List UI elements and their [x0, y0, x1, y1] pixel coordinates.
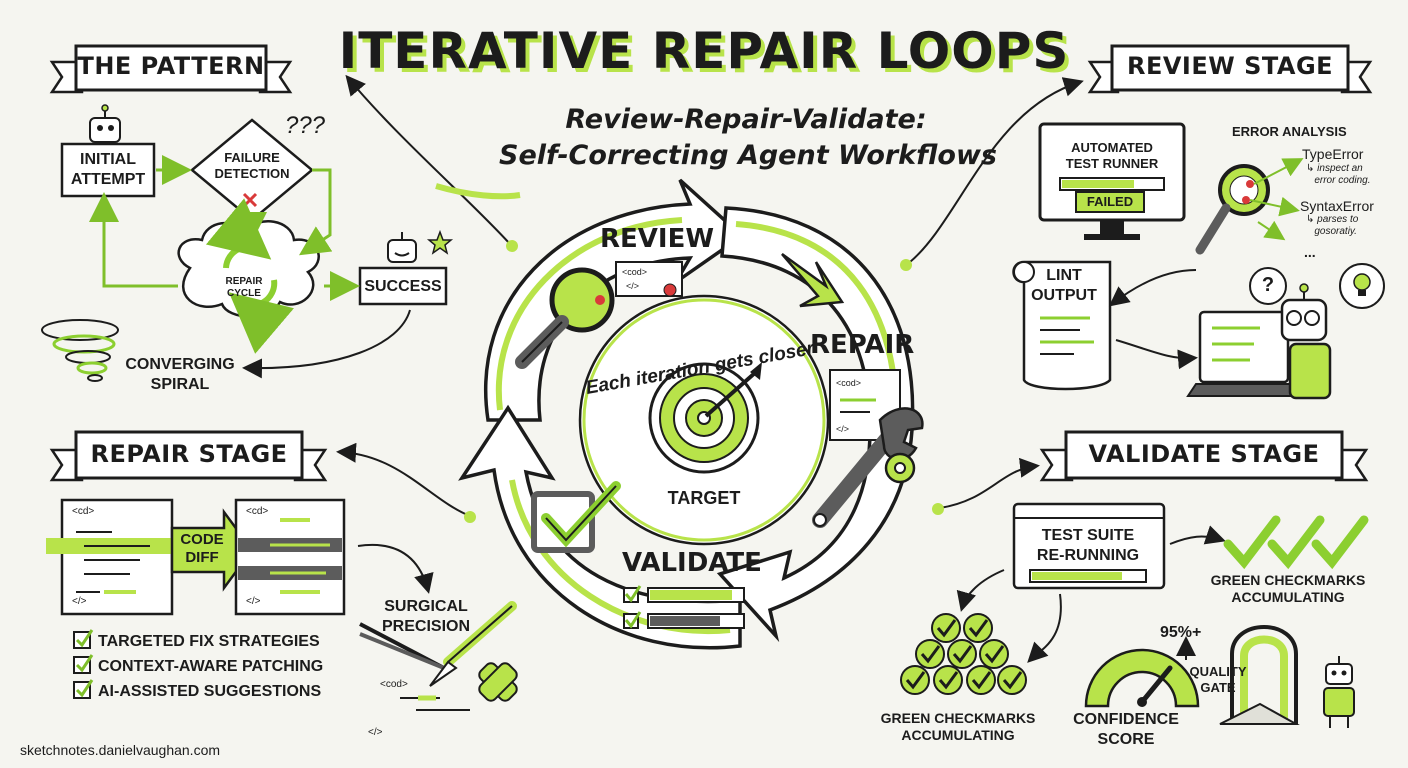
robot-laptop-icon [1186, 283, 1332, 400]
question-bubble: ? [1261, 274, 1275, 296]
cycle-validate-label: VALIDATE [622, 548, 762, 578]
monitor-icon [1038, 122, 1186, 240]
review-code-tag: <cod> [622, 267, 648, 277]
repair-cycle-label: REPAIR CYCLE [225, 276, 263, 299]
type-error-note: ↳ inspect an error coding. [1306, 163, 1371, 186]
diff-after-tag: <cd> [246, 506, 269, 517]
failed-label: FAILED [1086, 194, 1134, 209]
percent-label: 95%+ [1160, 624, 1202, 641]
quality-gate-icon [1219, 625, 1300, 725]
error-analysis-label: ERROR ANALYSIS [1232, 124, 1347, 139]
magnifier-icon [515, 267, 615, 369]
checkbox-icon [531, 481, 621, 553]
subtitle-line-1: Review-Repair-Validate: [565, 104, 927, 135]
accent-swoosh [435, 183, 521, 200]
diff-before-tag: <cd> [72, 506, 95, 517]
repair-code-tag: <cod> [836, 378, 862, 388]
spiral-icon [41, 319, 119, 382]
surgical-code-tag: <cod> [380, 679, 408, 690]
repair-code-close: </> [836, 424, 850, 434]
tweezers-icon [359, 622, 445, 670]
lint-scroll-icon [1012, 260, 1112, 391]
review-code-close: </> [626, 281, 640, 291]
diff-before-close: </> [72, 596, 87, 607]
green-checks-label-2: GREEN CHECKMARKS ACCUMULATING [880, 710, 1036, 743]
review-stage-banner [1087, 44, 1373, 94]
ellipsis: ... [1304, 244, 1316, 260]
star-icon [426, 229, 454, 255]
pattern-flow [41, 104, 454, 382]
repair-stage-banner [49, 430, 328, 482]
converging-spiral-label: CONVERGING SPIRAL [125, 356, 235, 393]
bandage-icon [478, 662, 518, 702]
validate-stage-art [900, 502, 1369, 728]
subtitle-line-2: Self-Correcting Agent Workflows [499, 140, 997, 171]
wrench-icon [812, 407, 924, 528]
quality-gate-label: QUALITY GATE [1189, 664, 1247, 695]
gatekeeper-robot-icon [1323, 656, 1355, 728]
target-label: TARGET [667, 488, 741, 508]
connectors [336, 74, 1084, 523]
review-stage-banner-label: REVIEW STAGE [1126, 52, 1334, 80]
page-title: ITERATIVE REPAIR LOOPS [338, 22, 1070, 80]
repair-stage-banner-label: REPAIR STAGE [90, 440, 288, 468]
green-checks-label-1: GREEN CHECKMARKS ACCUMULATING [1210, 572, 1366, 605]
robot-icon [89, 104, 121, 143]
syntax-error-label: SyntaxError [1300, 198, 1374, 214]
gauge-icon [1084, 648, 1200, 708]
lightbulb-icon [1339, 263, 1385, 309]
syntax-error-note: ↳ parses to gosoratiy. [1306, 214, 1359, 237]
diff-after-close: </> [246, 596, 261, 607]
test-suite-label: TEST SUITE RE-RUNNING [1036, 527, 1140, 564]
success-robot-icon [387, 232, 417, 263]
pattern-banner [49, 44, 293, 94]
confidence-score-label: CONFIDENCE SCORE [1073, 711, 1179, 748]
central-cycle [458, 178, 924, 650]
test-runner-label: AUTOMATED TEST RUNNER [1065, 140, 1159, 171]
surgical-code-close: </> [368, 727, 383, 738]
list-checkboxes [73, 629, 94, 699]
scalpel-icon [429, 601, 517, 687]
gear-icon [884, 452, 916, 484]
review-stage-art [1012, 122, 1385, 400]
failure-detection-label: FAILURE DETECTION [214, 150, 290, 181]
error-magnifier-icon [1195, 164, 1270, 255]
type-error-label: TypeError [1302, 146, 1364, 162]
validate-stage-banner-label: VALIDATE STAGE [1088, 440, 1320, 468]
repair-list-item-1: TARGETED FIX STRATEGIES [98, 633, 320, 650]
initial-attempt-label: INITIAL ATTEMPT [70, 151, 146, 188]
repair-stage-art [46, 498, 518, 711]
cycle-review-label: REVIEW [600, 224, 715, 254]
success-label: SUCCESS [364, 278, 442, 295]
repair-list-item-2: CONTEXT-AWARE PATCHING [98, 658, 324, 675]
lint-output-label: LINT OUTPUT [1031, 267, 1097, 304]
surgical-precision-label: SURGICAL PRECISION [381, 598, 471, 635]
validate-stage-banner [1039, 430, 1369, 482]
code-diff-label: CODE DIFF [180, 531, 224, 566]
footer-url[interactable]: sketchnotes.danielvaughan.com [20, 742, 221, 758]
pattern-banner-label: THE PATTERN [77, 52, 265, 80]
target-icon [648, 362, 762, 474]
checkmark-pile-icon [900, 613, 1027, 695]
cycle-repair-label: REPAIR [810, 330, 915, 360]
repair-list-item-3: AI-ASSISTED SUGGESTIONS [98, 683, 322, 700]
question-marks: ??? [284, 112, 326, 139]
